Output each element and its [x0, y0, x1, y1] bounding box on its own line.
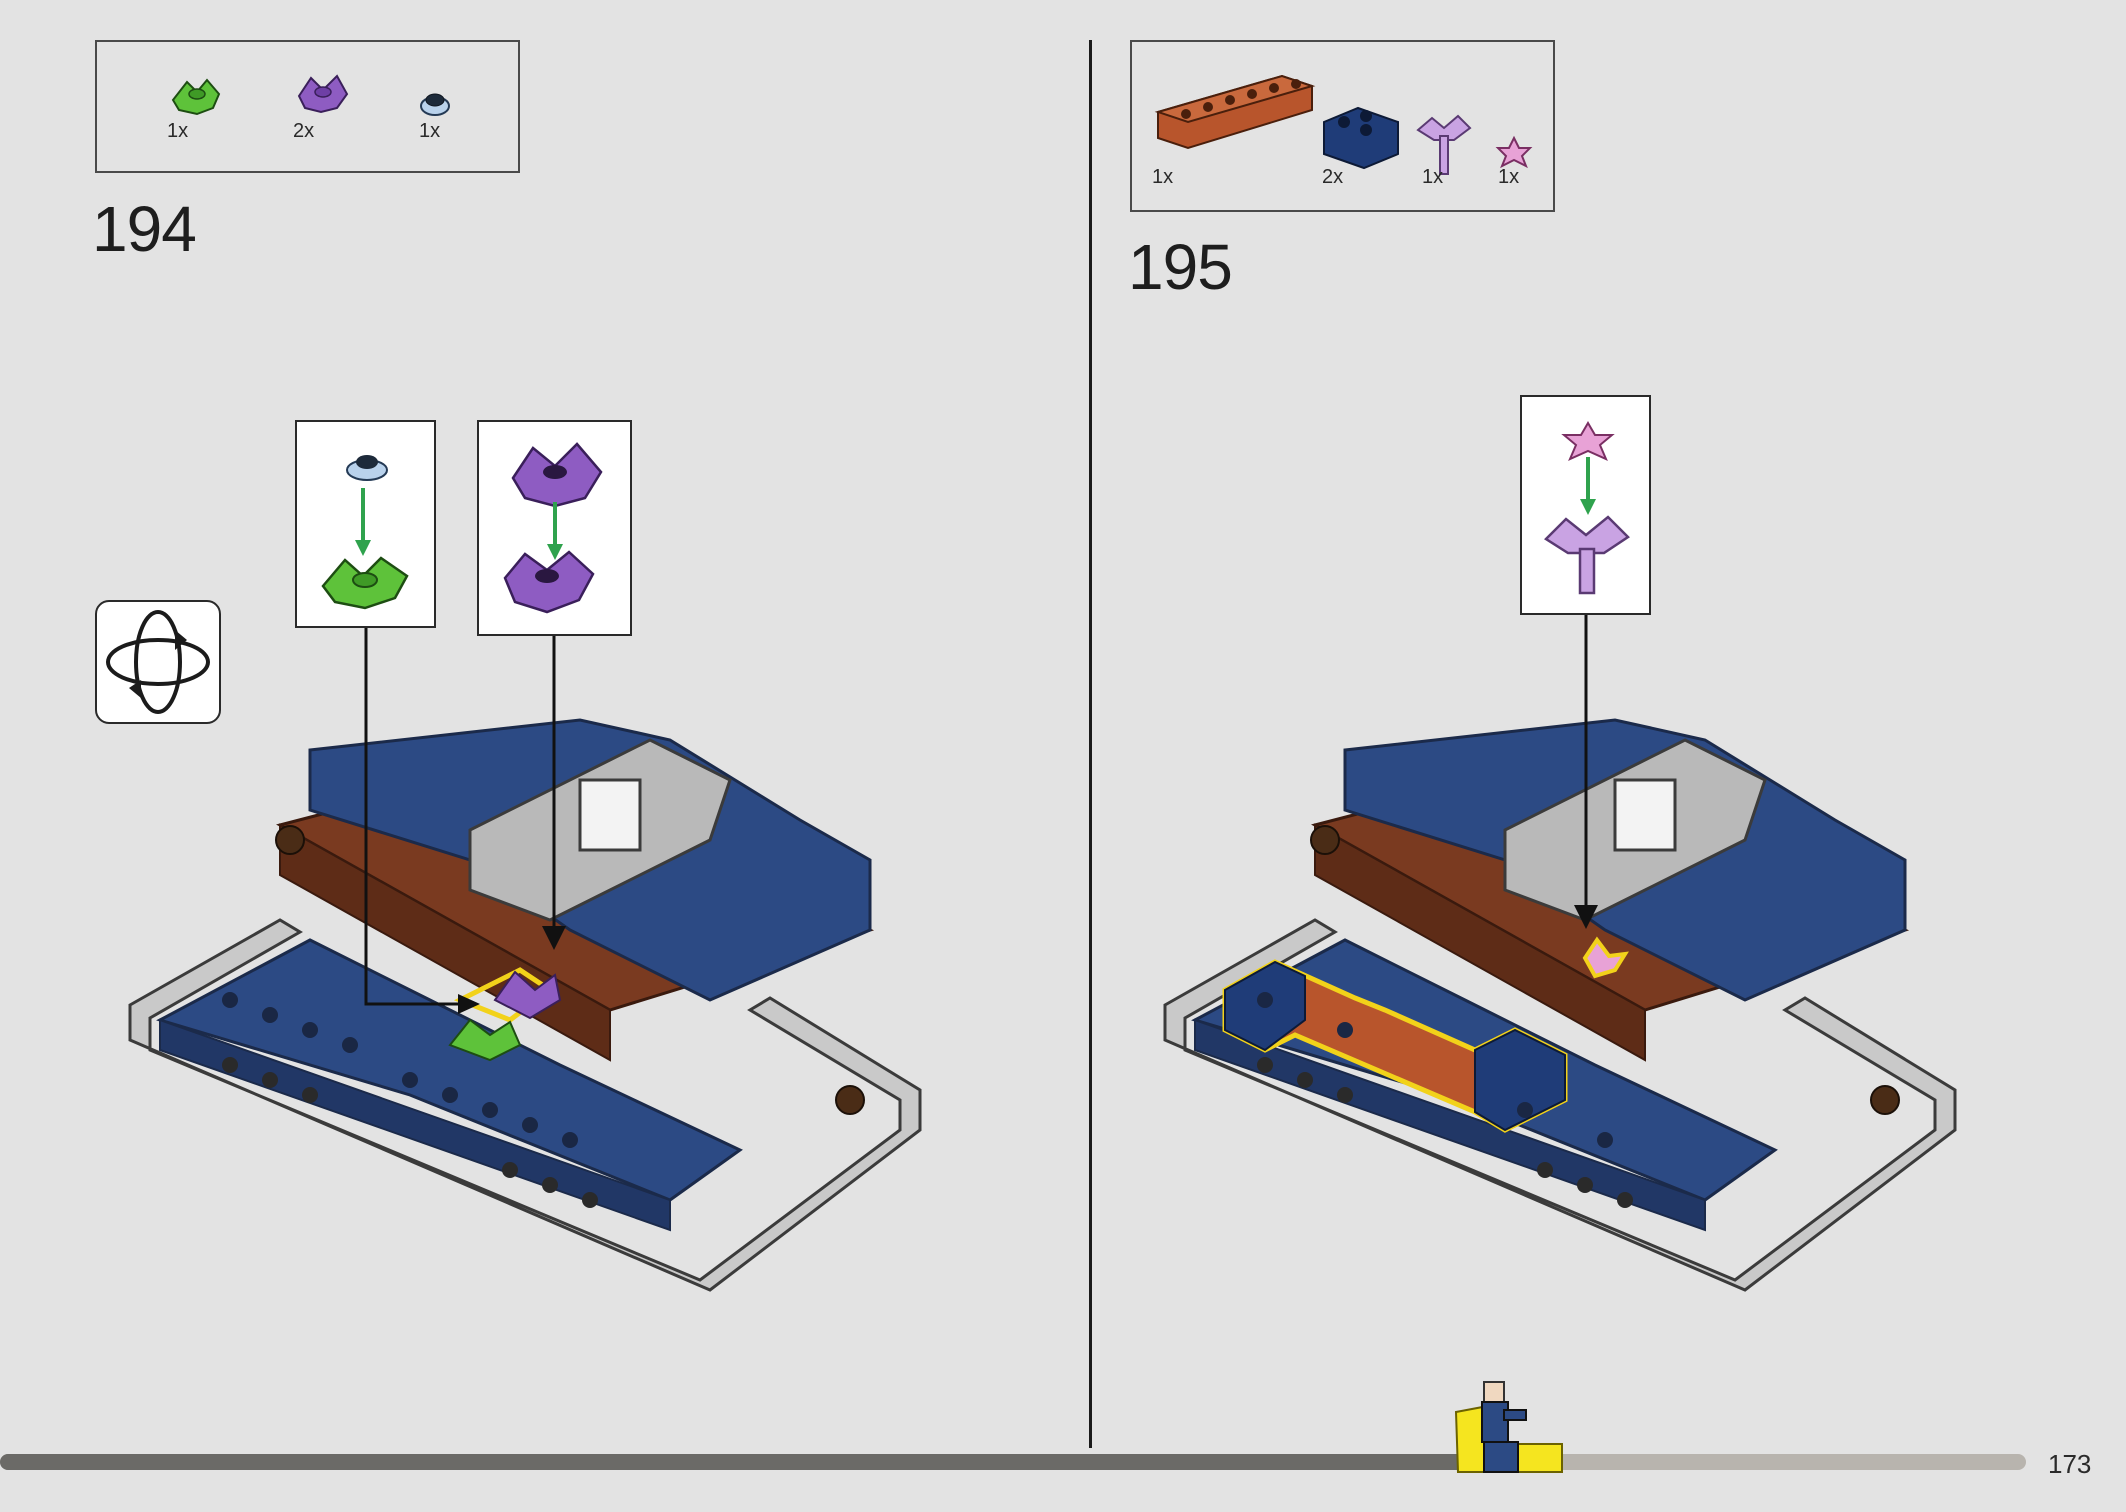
model-front-rail	[156, 938, 743, 1202]
green-leaf-plate-icon	[448, 1018, 522, 1062]
light-blue-round-plate-icon	[346, 455, 388, 481]
part-qty: 1x	[167, 120, 189, 142]
callout-pointer-lines	[364, 628, 566, 1014]
part-qty: 1x	[419, 120, 441, 142]
green-leaf-plate-icon	[171, 78, 221, 116]
purple-flower-plate-icon	[503, 550, 595, 614]
pink-flower-icon	[1495, 135, 1533, 169]
pink-flower-icon	[1582, 936, 1629, 979]
dark-blue-corner-brick-icon	[1323, 106, 1399, 170]
assembly-arrow-icon	[355, 488, 371, 556]
page-divider	[1089, 40, 1092, 1448]
green-leaf-plate-icon	[321, 556, 409, 610]
rotate-model-indicator	[95, 600, 221, 724]
assembly-arrow-icon	[547, 502, 563, 560]
part-qty: 2x	[1322, 166, 1344, 188]
part-qty: 1x	[1498, 166, 1520, 188]
purple-flower-plate-icon	[493, 970, 562, 1020]
subassembly-callout-flower-stack	[477, 420, 632, 636]
parts-list-step-195: 1x 2x 1x 1x	[1130, 40, 1555, 212]
step-number-194: 194	[92, 193, 197, 265]
lavender-plant-stem-icon	[1416, 114, 1472, 175]
reddish-brown-brick-1x6-icon	[1154, 74, 1316, 150]
model-frame	[1163, 918, 1957, 1292]
step-number-195: 195	[1128, 231, 1233, 303]
part-qty: 1x	[1152, 166, 1174, 188]
page-number: 173	[2048, 1449, 2092, 1479]
model-frame	[128, 918, 922, 1292]
rotate-icon	[106, 610, 210, 714]
light-blue-round-plate-icon	[420, 93, 450, 116]
lavender-plant-stem-icon	[1544, 515, 1630, 595]
build-model-step-195	[1163, 718, 1957, 1292]
parts-list-step-194: 1x 2x 1x	[95, 40, 520, 173]
callout-pointer-lines	[1574, 615, 1598, 929]
part-qty: 1x	[1422, 166, 1444, 188]
pink-flower-icon	[1561, 421, 1615, 461]
subassembly-callout-stud-on-leaf	[295, 420, 436, 628]
purple-flower-plate-icon	[511, 442, 603, 508]
assembly-arrow-icon	[1580, 457, 1596, 515]
purple-flower-plate-icon	[297, 74, 349, 114]
part-qty: 2x	[293, 120, 315, 142]
minifigure-progress-marker-icon	[1454, 1381, 1563, 1473]
build-model-step-194	[128, 718, 922, 1292]
subassembly-callout-flower-on-stem	[1520, 395, 1651, 615]
progress-fill	[0, 1454, 1499, 1470]
